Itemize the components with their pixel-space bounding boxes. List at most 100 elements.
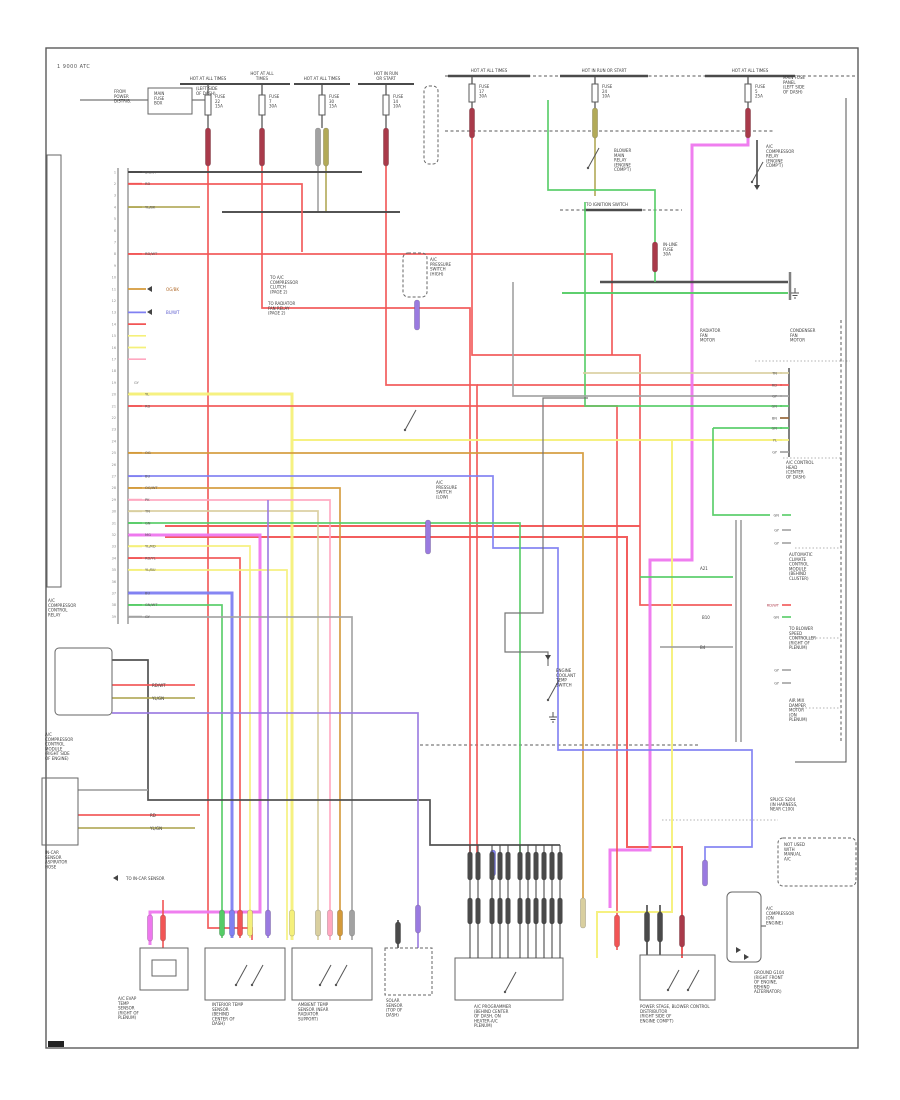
wire [504, 397, 588, 666]
switch-pivot [586, 166, 590, 170]
arrow-icon [113, 875, 118, 881]
page-number-note: 1 9000 ATC [57, 64, 91, 70]
wire-code: BK/WT [145, 170, 158, 174]
component-box [291, 947, 373, 1001]
pin-number: 35 [112, 568, 116, 572]
switch-pivot [750, 180, 754, 184]
label: BU/WT [166, 310, 180, 315]
inline-connector-capsule [679, 914, 685, 948]
pin-number: 37 [112, 592, 116, 596]
cluster-capsule [505, 897, 511, 925]
pin-number: 31 [112, 521, 116, 525]
component-box [423, 85, 439, 165]
wire [261, 166, 471, 858]
arrow-icon [736, 947, 741, 953]
cluster-capsule [467, 897, 473, 925]
wire [584, 202, 782, 407]
wire-code: RD [145, 182, 150, 186]
wire [128, 569, 288, 940]
switch-pivot [503, 990, 507, 994]
pin-number: 21 [112, 404, 116, 408]
wire-code: RD/WT [767, 603, 780, 607]
pin-number: 1 [114, 170, 116, 174]
wire-code: BU [145, 475, 150, 479]
inline-connector-capsule [289, 909, 295, 937]
inline-connector-capsule [414, 299, 420, 331]
pin-number: 18 [112, 369, 116, 373]
label: SPLICE S204(IN HARNESS,NEAR C100) [770, 797, 797, 812]
component-box [139, 947, 189, 991]
pin-number: 38 [112, 603, 116, 607]
cluster-capsule [475, 851, 481, 881]
cluster-capsule [557, 851, 563, 881]
wire [712, 428, 770, 516]
inline-connector-capsule [219, 909, 225, 937]
wire [547, 100, 656, 282]
cluster-capsule [533, 897, 539, 925]
cluster-capsule [557, 897, 563, 925]
fuse [744, 83, 752, 103]
cluster-capsule [467, 851, 473, 881]
wire-code: TN [144, 510, 150, 514]
inline-connector-capsule [237, 909, 243, 937]
wire-code: OG [145, 451, 151, 455]
switch-contact [687, 969, 700, 991]
wire-code: RD [772, 383, 777, 387]
label: HOT AT ALL TIMES [471, 68, 508, 73]
fuse [318, 94, 326, 116]
label: HOT AT ALL TIMES [304, 76, 341, 81]
wire-code: YL [773, 438, 777, 442]
label: YL/GN [151, 696, 164, 701]
inline-connector-capsule [383, 127, 389, 167]
pin-number: 39 [112, 615, 116, 619]
inline-connector-capsule [315, 127, 321, 167]
wire [128, 452, 584, 898]
wire [128, 475, 753, 862]
wire [596, 440, 673, 958]
arrow-icon [744, 954, 749, 960]
pin-number: 24 [112, 439, 116, 443]
component-box [54, 647, 113, 716]
inline-connector-capsule [205, 127, 211, 167]
pin-number: 34 [112, 556, 116, 560]
switch-pivot [334, 983, 338, 987]
pin-number: 28 [112, 486, 116, 490]
switch-pivot [666, 988, 670, 992]
wire-code: GN [772, 426, 778, 430]
wire [128, 604, 223, 938]
fuse [591, 83, 599, 103]
cluster-capsule [549, 897, 555, 925]
label: HOT IN RUN OR START [582, 68, 627, 73]
cluster-capsule [525, 851, 531, 881]
switch-contact [235, 964, 248, 986]
label: A21 [700, 566, 708, 571]
pin-number: 7 [114, 241, 116, 245]
switch-contact [547, 679, 560, 701]
cluster-capsule [475, 897, 481, 925]
component-box [402, 252, 428, 298]
wire [128, 557, 241, 938]
inline-connector-capsule [160, 914, 166, 942]
pin-number: 19 [112, 381, 116, 385]
